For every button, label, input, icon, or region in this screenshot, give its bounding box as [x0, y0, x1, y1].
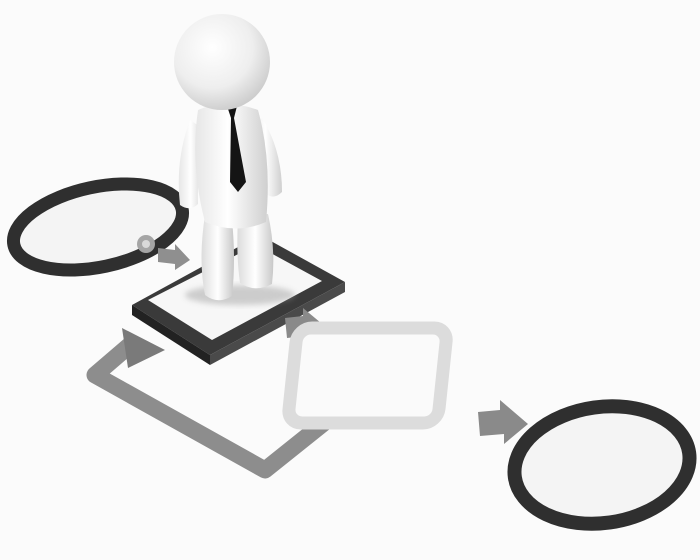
decision-diamond — [288, 328, 448, 423]
decision-to-end-arrow — [478, 400, 528, 444]
end-ellipse-ring — [507, 395, 697, 534]
loop-arrow-head-icon — [122, 328, 165, 368]
head — [174, 14, 270, 110]
arrow-right-icon — [478, 400, 528, 444]
start-ellipse-ring — [6, 170, 191, 284]
